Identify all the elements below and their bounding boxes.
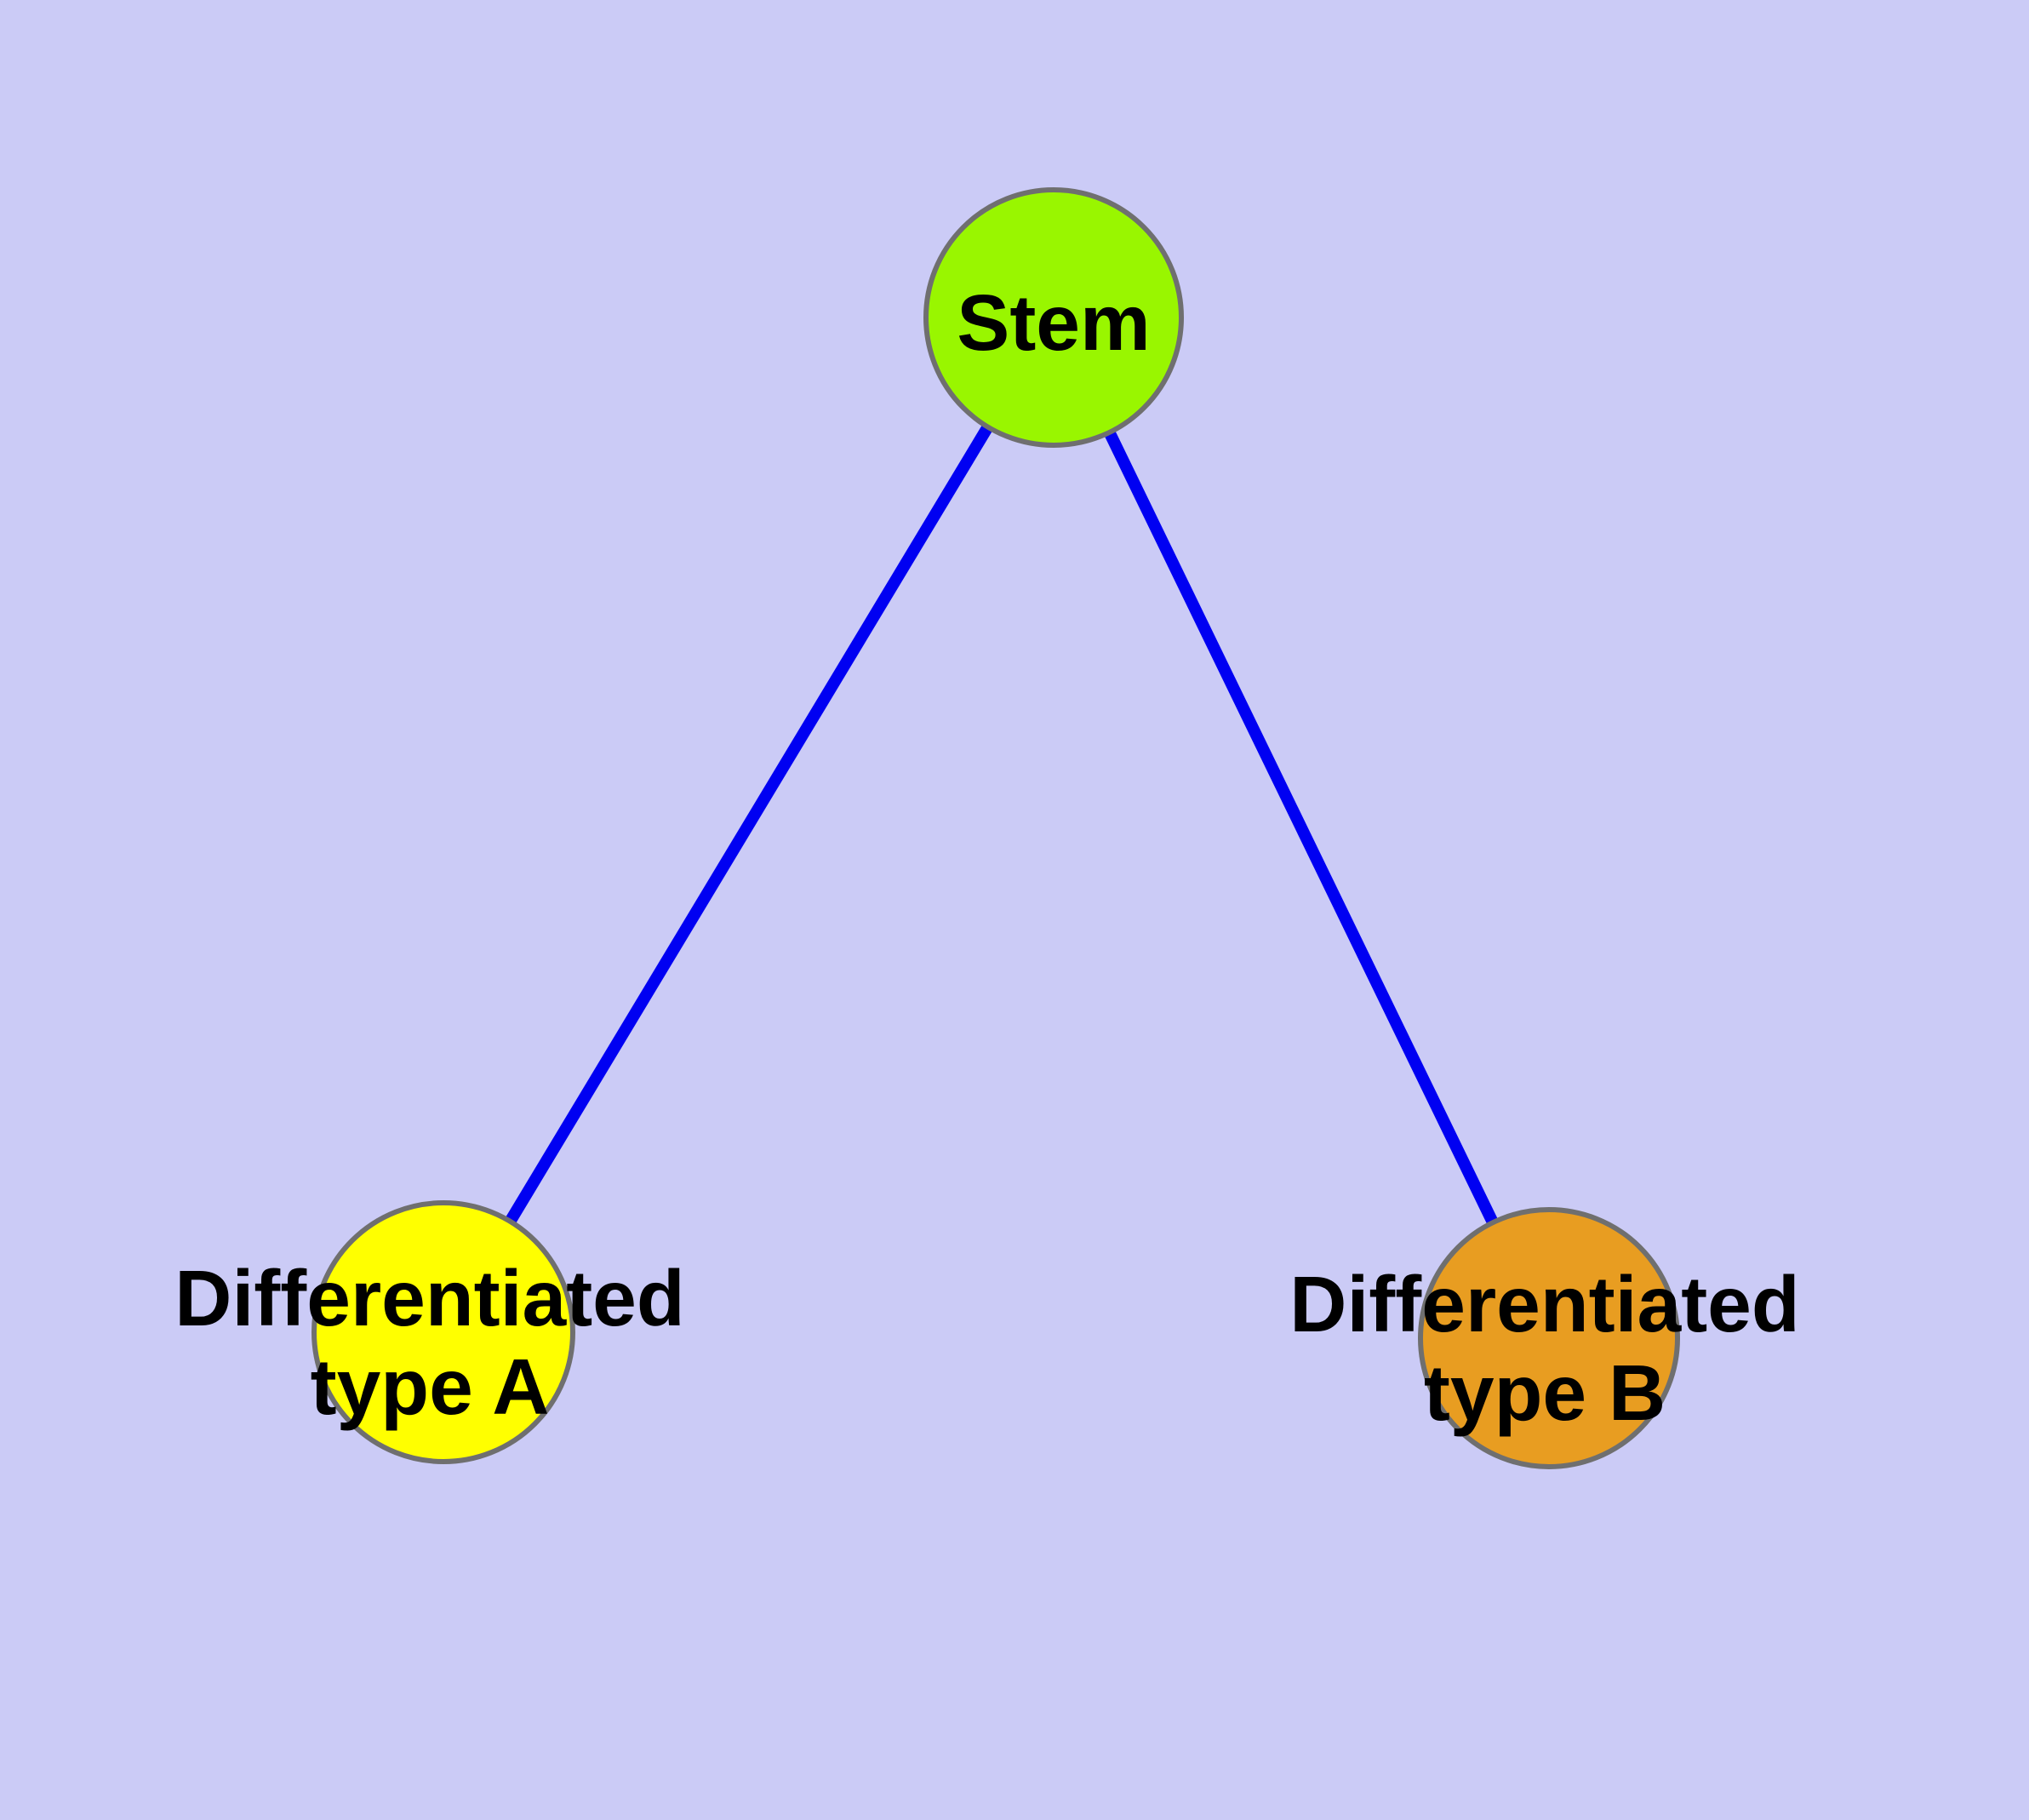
node-circle-type-a [311,1200,575,1464]
node-circle-stem [923,187,1184,448]
edge-stem-to-type-a [438,314,1059,1336]
node-circle-type-b [1418,1207,1680,1469]
edge-stem-to-type-b [1048,314,1555,1342]
